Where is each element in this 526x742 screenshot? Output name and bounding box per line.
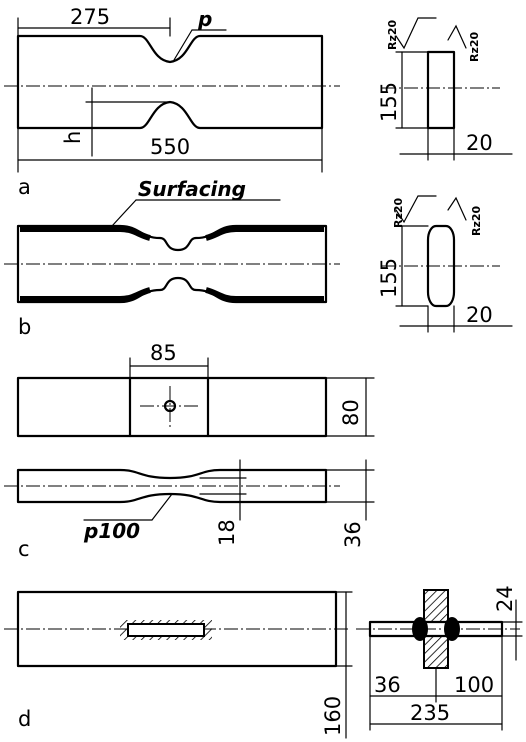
panel-label-a: a (18, 175, 31, 199)
dimension-275: 275 (70, 5, 110, 29)
radius-label-c: p100 (83, 519, 140, 543)
lower-rib-section (423, 635, 449, 669)
roughness-left-b: Rz20 (392, 197, 405, 228)
side-view-a (426, 50, 456, 130)
roughness-symbol-left-b (395, 195, 437, 224)
dimension-36-c: 36 (341, 521, 365, 548)
panel-label-b: b (18, 315, 31, 339)
roughness-symbol-right-b (447, 196, 467, 221)
dimension-18: 18 (215, 519, 239, 546)
surfacing-top-right (205, 226, 324, 241)
panel-label-d: d (18, 707, 31, 731)
side-width-a: 20 (466, 131, 493, 155)
surfacing-label: Surfacing (138, 177, 246, 201)
panel-b: Surfacing b 155 20 Rz20 Rz20 (4, 177, 513, 339)
side-height-b: 155 (377, 258, 401, 298)
surfacing-leader (111, 199, 137, 227)
dimension-80: 80 (339, 399, 363, 426)
specimen-b-outline (16, 224, 328, 304)
radius-leader-a (173, 29, 193, 61)
side-width-b: 20 (466, 303, 493, 327)
weld-bead-left (412, 617, 428, 641)
dimension-160: 160 (321, 696, 345, 736)
specimen-c-top (16, 376, 328, 438)
roughness-right-a: Rz20 (468, 31, 481, 62)
roughness-right-b: Rz20 (470, 205, 483, 236)
panel-a: 275 p 550 h a 155 20 Rz20 Rz20 (4, 5, 513, 199)
dimension-550: 550 (150, 135, 190, 159)
h-label: h (61, 131, 85, 144)
panel-d: 160 d 24 36 100 235 (4, 585, 523, 739)
roughness-symbol-left-a (395, 17, 437, 50)
dimension-100-d: 100 (454, 673, 494, 697)
weld-slot (127, 623, 205, 637)
weld-bead-right (444, 617, 460, 641)
surfacing-bot-right (205, 287, 324, 302)
radius-label-a: p (197, 7, 212, 31)
roughness-symbol-right-a (447, 24, 467, 49)
center-hole (163, 399, 177, 413)
surfacing-top-left (20, 226, 151, 241)
panel-c: 85 80 p100 18 36 c (4, 341, 375, 561)
dimension-85: 85 (150, 341, 177, 365)
roughness-left-a: Rz20 (386, 19, 399, 50)
specimen-a-outline (16, 34, 324, 130)
p100-leader (151, 493, 173, 521)
dimension-36-d: 36 (374, 673, 401, 697)
surfacing-bot-left (20, 287, 151, 302)
dimension-235: 235 (410, 701, 450, 725)
dimension-24: 24 (493, 585, 517, 612)
side-height-a: 155 (377, 82, 401, 122)
upper-rib-section (423, 589, 449, 623)
panel-label-c: c (18, 537, 30, 561)
